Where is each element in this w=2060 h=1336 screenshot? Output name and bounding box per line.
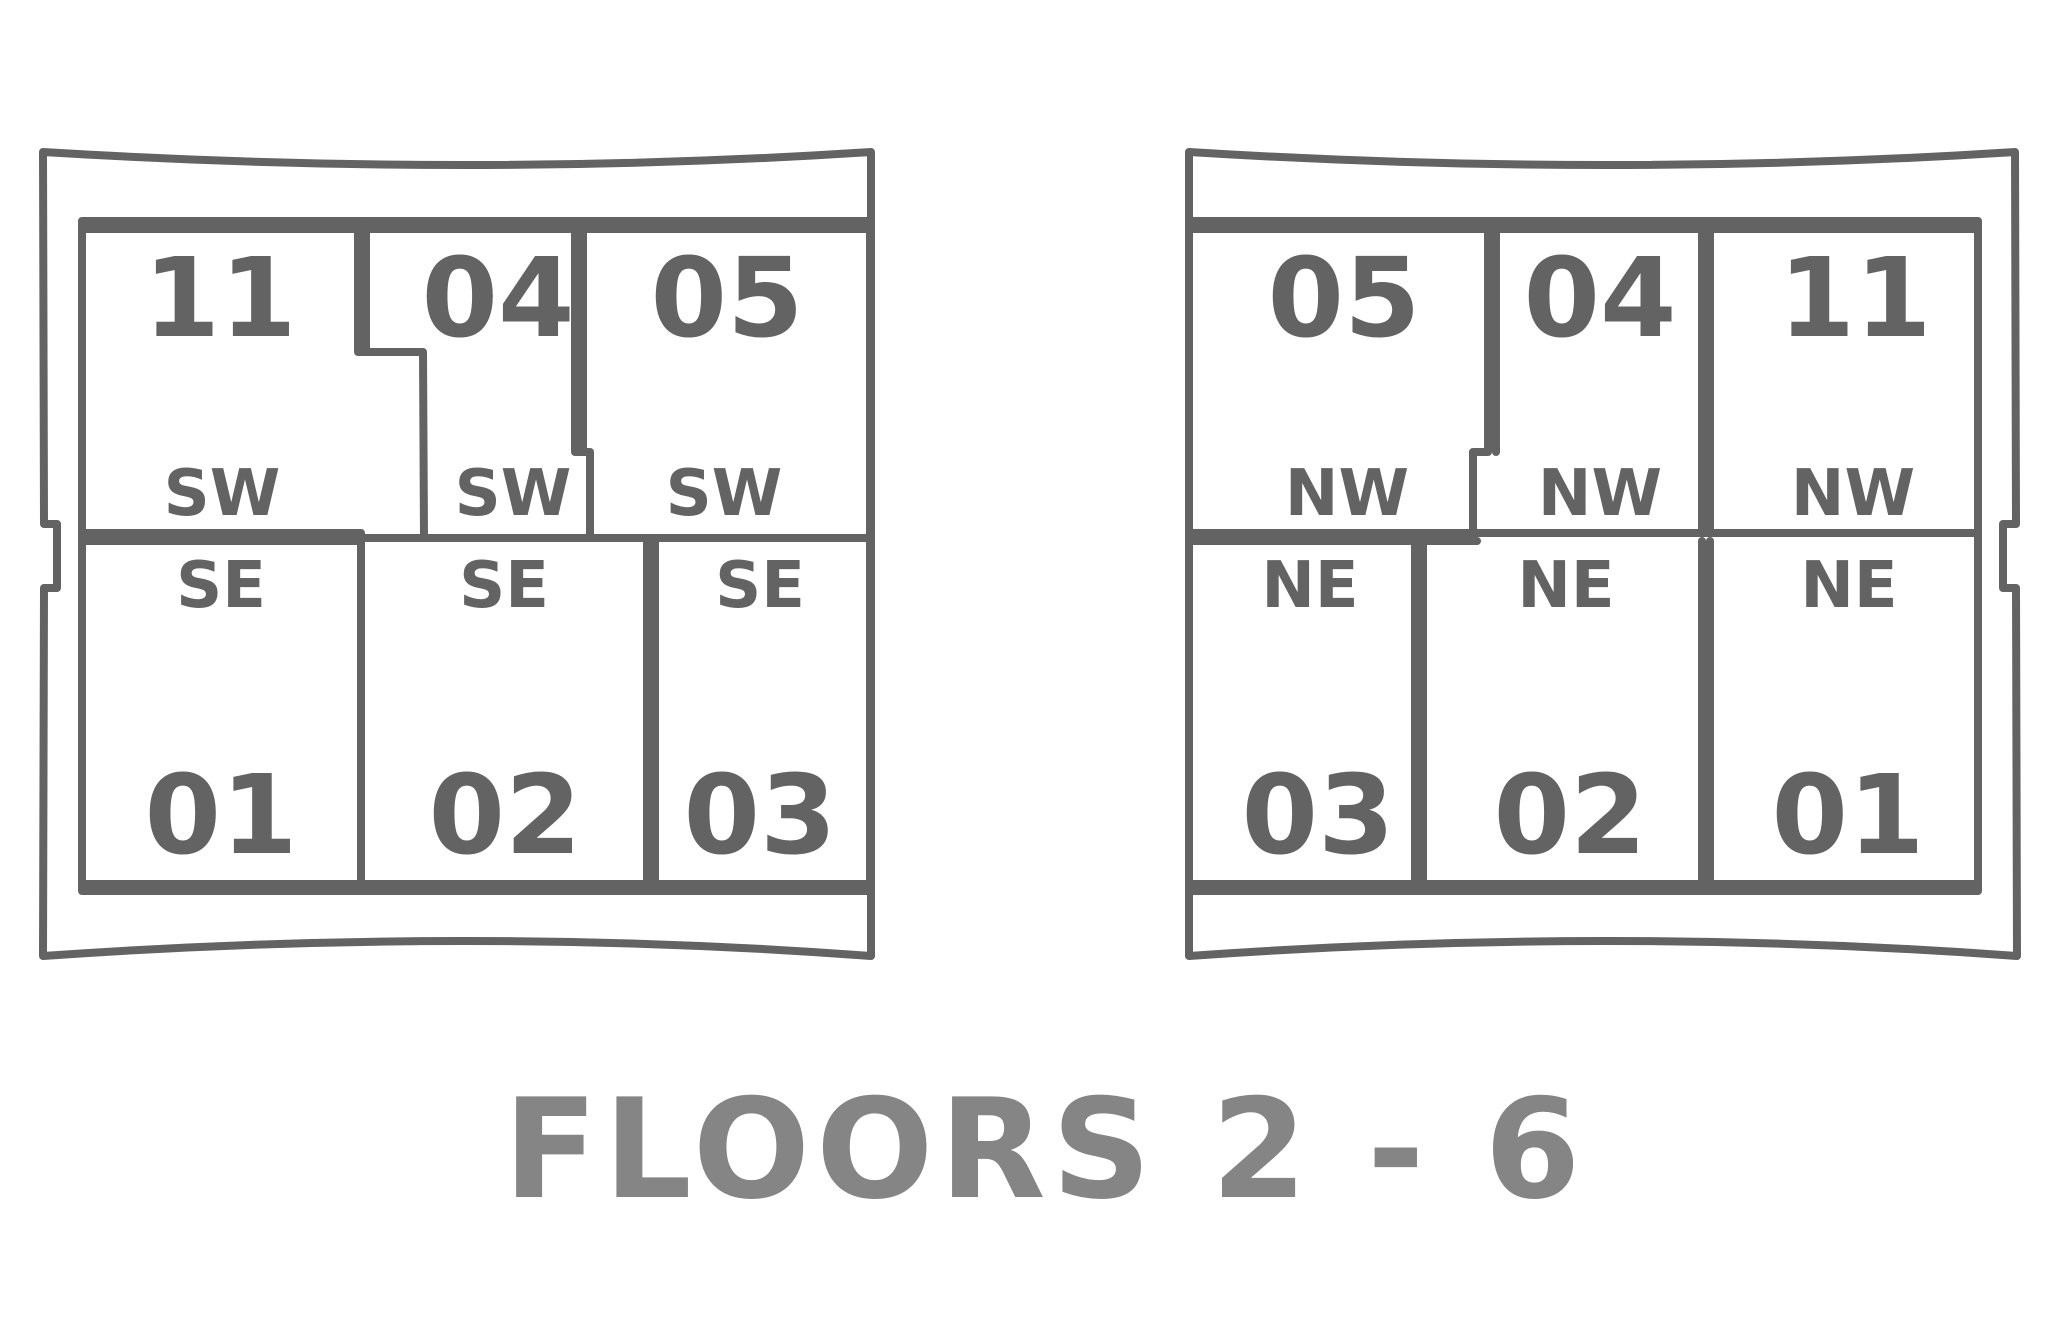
unit-wing: SE [459, 549, 549, 623]
unit-wing: SE [176, 549, 266, 623]
unit-wing: NW [1538, 457, 1662, 531]
unit-number: 11 [1778, 234, 1931, 362]
unit-wing: NE [1800, 549, 1897, 623]
floors-title: FLOORS 2 - 6 [503, 1069, 1586, 1230]
unit-wing: SW [164, 457, 281, 531]
unit-number: 01 [144, 751, 297, 879]
unit-number: 05 [650, 234, 803, 362]
unit-wing: NW [1285, 457, 1409, 531]
unit-block-outline [1185, 217, 1982, 895]
unit-number: 02 [1493, 751, 1646, 879]
unit-number: 01 [1771, 751, 1924, 879]
unit-wing: NE [1261, 549, 1358, 623]
unit-number: 04 [421, 234, 574, 362]
unit-wing: NW [1791, 457, 1915, 531]
unit-wing: SE [715, 549, 805, 623]
divider [78, 529, 874, 542]
unit-number: 04 [1523, 234, 1676, 362]
divider [1469, 225, 1492, 545]
building-outline [39, 148, 875, 960]
unit-wing: SW [666, 457, 783, 531]
floor-plan-left: 11 SW 04 SW 05 SW SE 01 SE 02 SE 03 [39, 148, 875, 960]
unit-number: 03 [683, 751, 836, 879]
building-outline [1185, 148, 2021, 960]
divider [354, 217, 428, 542]
unit-number: 05 [1267, 234, 1420, 362]
unit-number: 02 [428, 751, 581, 879]
unit-number: 11 [143, 234, 296, 362]
floor-plan-right: 05 NW 04 NW 11 NW NE 03 NE 02 NE 01 [1185, 148, 2021, 960]
unit-number: 03 [1241, 751, 1394, 879]
unit-wing: NE [1517, 549, 1614, 623]
unit-block-outline [78, 217, 874, 895]
unit-wing: SW [455, 457, 572, 531]
